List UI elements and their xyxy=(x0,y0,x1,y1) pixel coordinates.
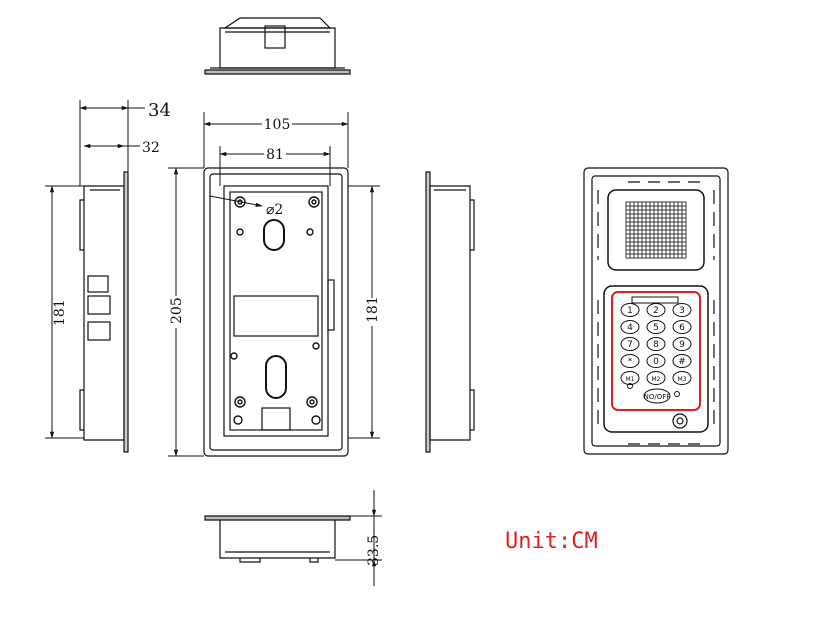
keypad-key-4: 4 xyxy=(620,320,640,334)
keypad-key-3: 3 xyxy=(672,303,692,317)
keypad-key-shape xyxy=(620,337,640,351)
keypad-highlight xyxy=(611,291,701,411)
keypad-key-shape xyxy=(672,320,692,334)
keypad-key-8: 8 xyxy=(646,337,666,351)
keypad-key-m3: M3 xyxy=(672,371,692,385)
keypad-key-9: 9 xyxy=(672,337,692,351)
mounting-screws xyxy=(230,196,321,425)
keypad-key-label: M1 xyxy=(626,376,635,383)
keypad-key-6: 6 xyxy=(672,320,692,334)
keypad-key-label: 0 xyxy=(653,357,659,367)
display-slot xyxy=(631,296,679,304)
front-face-view xyxy=(583,167,729,455)
keypad-key-label: 3 xyxy=(679,306,685,316)
keypad-key-label: 7 xyxy=(627,340,633,350)
bottom-dimensions xyxy=(335,490,382,586)
dim-height-inner: 181 xyxy=(365,296,381,323)
side-view-left xyxy=(79,171,129,453)
keypad-key-shape xyxy=(672,354,692,368)
dim-hole-diameter: ⌀2 xyxy=(266,202,283,218)
keypad-panel xyxy=(611,291,701,411)
dim-height-outer: 205 xyxy=(169,297,185,324)
keypad-key-shape xyxy=(672,371,692,385)
dim-side-height: 181 xyxy=(52,299,68,326)
keypad-key-m2: M2 xyxy=(646,371,666,385)
keypad-key-label: 6 xyxy=(679,323,685,333)
keypad-key-label: M3 xyxy=(678,376,687,383)
keypad-key-m1: M1 xyxy=(620,371,640,385)
keypad-key-1: 1 xyxy=(620,303,640,317)
power-key: NO/OFF xyxy=(627,383,680,404)
dim-bg-181 xyxy=(362,298,382,326)
mounting-plate-view xyxy=(203,167,349,457)
keypad-key-shape xyxy=(646,303,666,317)
dim-bg-105 xyxy=(262,114,292,132)
dim-width-outer: 105 xyxy=(264,117,291,133)
dim-bg-81 xyxy=(264,144,286,162)
dim-width-inner: 81 xyxy=(266,147,284,163)
keypad-key-shape xyxy=(646,371,666,385)
keypad-key-label: 8 xyxy=(653,340,659,350)
keypad-key-label: 1 xyxy=(627,306,633,316)
bottom-view xyxy=(204,515,351,563)
speaker-grille xyxy=(625,201,687,259)
keypad-key-star: * xyxy=(620,354,640,368)
keypad-key-shape xyxy=(620,371,640,385)
keypad-key-5: 5 xyxy=(646,320,666,334)
dim-depth-outer: 34 xyxy=(148,100,171,121)
keypad-key-label: M2 xyxy=(652,376,661,383)
keypad-key-shape xyxy=(620,354,640,368)
dim-bg-205 xyxy=(166,296,186,328)
keypad-keys: 1 2 3 4 5 6 7 8 9 * 0 # M1 M2 M3 xyxy=(620,303,692,385)
keypad-key-label: 5 xyxy=(653,323,659,333)
keypad-key-shape xyxy=(672,303,692,317)
keypad-key-0: 0 xyxy=(646,354,666,368)
keypad-key-shape xyxy=(646,320,666,334)
keypad-key-2: 2 xyxy=(646,303,666,317)
keypad-key-label: # xyxy=(678,357,686,367)
keypad-key-label: 4 xyxy=(627,323,633,333)
keypad-key-label: * xyxy=(628,357,633,367)
keypad-key-shape xyxy=(646,354,666,368)
keypad-key-shape xyxy=(672,337,692,351)
side-view-right xyxy=(425,171,475,453)
keypad-key-shape xyxy=(646,337,666,351)
keypad-key-shape xyxy=(620,303,640,317)
keypad-key-shape xyxy=(620,320,640,334)
keypad-key-label: 9 xyxy=(679,340,685,350)
keypad-key-7: 7 xyxy=(620,337,640,351)
dim-depth-inner: 32 xyxy=(142,140,160,156)
keypad-key-hash: # xyxy=(672,354,692,368)
unit-label: Unit:CM xyxy=(505,529,598,554)
power-key-label: NO/OFF xyxy=(644,393,671,401)
keypad-key-label: 2 xyxy=(653,306,659,316)
dim-bottom-depth: 33.5 xyxy=(366,535,382,566)
top-view xyxy=(204,17,351,75)
side-dimensions xyxy=(45,100,145,439)
